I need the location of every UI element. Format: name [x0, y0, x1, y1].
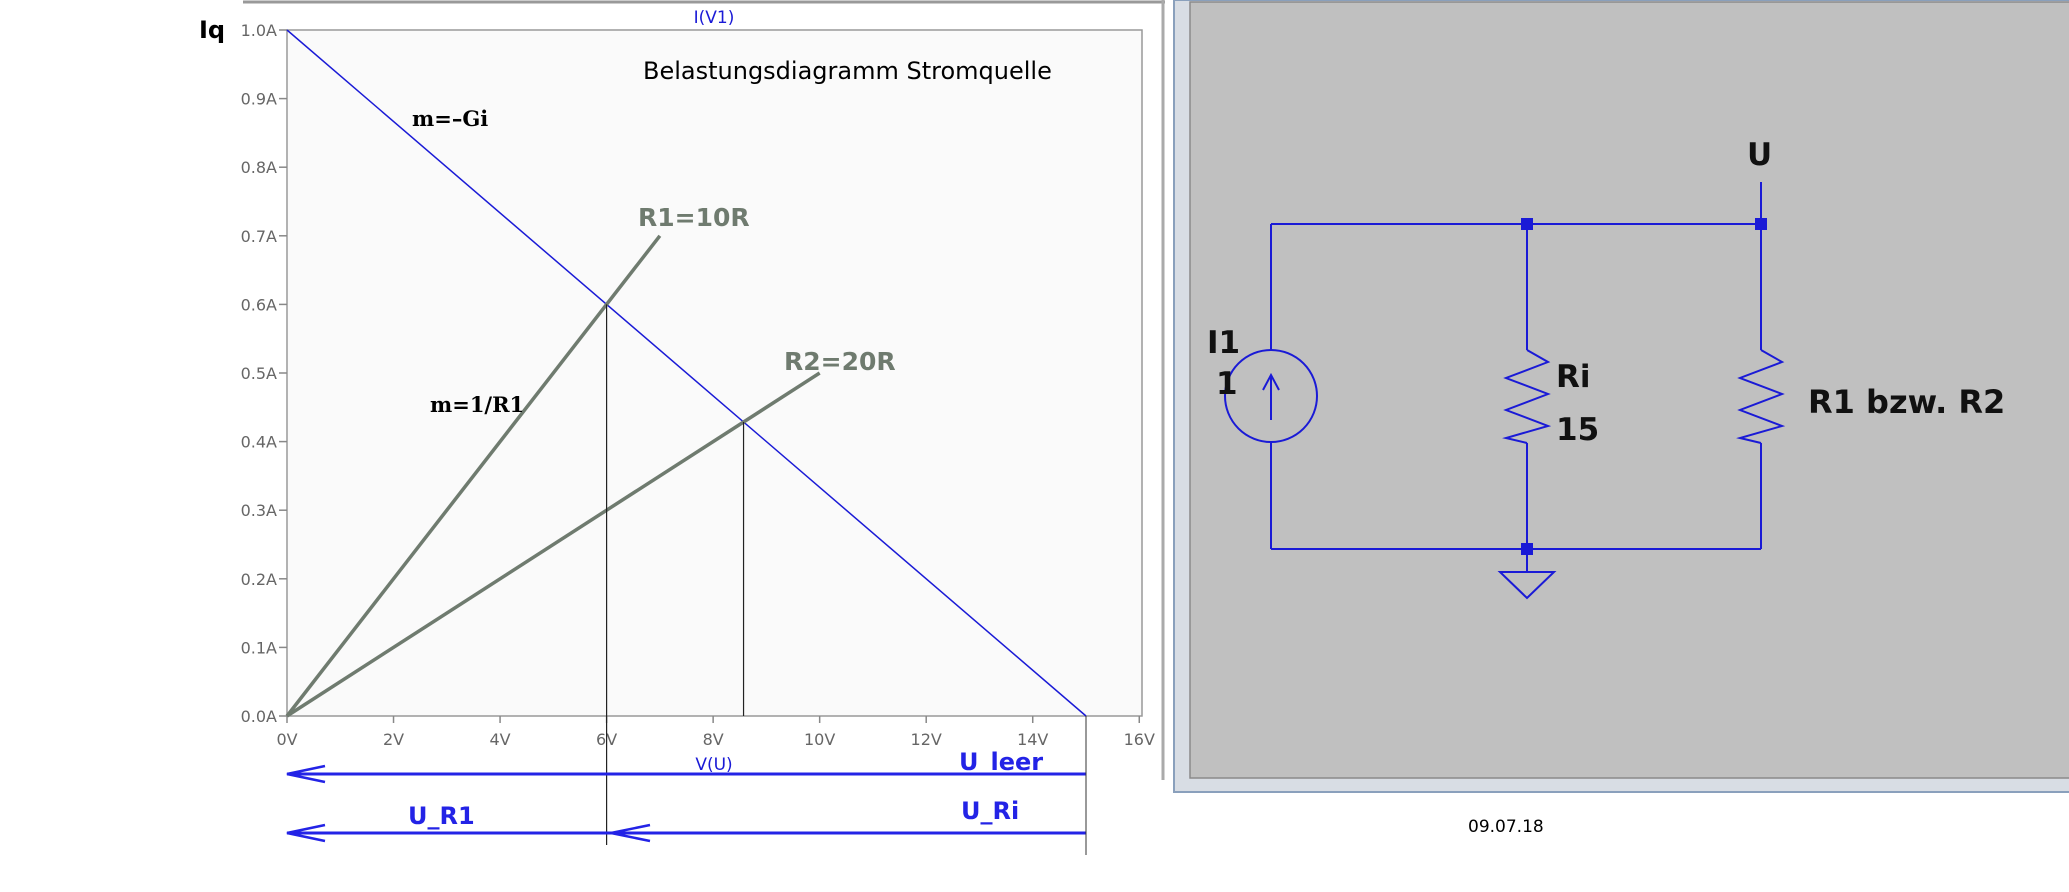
y-tick-label: 0.3A: [241, 501, 277, 520]
u-leer-arrow: [286, 764, 1086, 784]
slope-gi-label: m=–Gi: [412, 106, 488, 131]
y-tick-label: 0.8A: [241, 158, 277, 177]
y-tick-label: 0.1A: [241, 638, 277, 657]
junction-dot: [1521, 543, 1533, 555]
ri-name-label: Ri: [1556, 359, 1591, 395]
x-tick-label: 0V: [276, 730, 297, 749]
u-r1-arrow: [286, 823, 611, 843]
load-line-1: [285, 234, 662, 718]
y-tick-label: 0.4A: [241, 433, 277, 452]
load-line-2: [286, 371, 821, 718]
x-tick-label: 8V: [703, 730, 724, 749]
u-r1-label: U_R1: [408, 802, 475, 830]
series-lines: [285, 29, 1087, 718]
y-tick-label: 0.6A: [241, 295, 277, 314]
y-tick-label: 0.9A: [241, 90, 277, 109]
load-resistor-icon: [1736, 349, 1786, 444]
y-tick-label: 0.2A: [241, 570, 277, 589]
load-label: R1 bzw. R2: [1808, 383, 2005, 421]
x-axis-label: V(U): [695, 755, 732, 775]
y-tick-label: 0.7A: [241, 227, 277, 246]
schematic-background: [1189, 1, 2069, 779]
x-tick-label: 12V: [911, 730, 942, 749]
x-tick-label: 10V: [804, 730, 835, 749]
r2-label: R2=20R: [784, 347, 896, 376]
junction-dot: [1755, 218, 1767, 230]
y-tick-label: 1.0A: [241, 21, 277, 40]
slope-r1-label: m=1/R1: [430, 392, 524, 417]
guide-lines: [605, 304, 745, 845]
x-tick-label: 14V: [1017, 730, 1048, 749]
y-tick-label: 0.5A: [241, 364, 277, 383]
chart-title: Belastungsdiagramm Stromquelle: [643, 57, 1052, 85]
junction-dot: [1521, 218, 1533, 230]
x-tick-label: 2V: [383, 730, 404, 749]
date-label: 09.07.18: [1468, 817, 1544, 837]
u-leer-label: U_leer: [959, 748, 1043, 776]
x-tick-label: 16V: [1124, 730, 1155, 749]
r1-label: R1=10R: [638, 203, 750, 232]
y-axis-label: Iq: [199, 16, 225, 44]
plot-area: [286, 29, 1143, 717]
ri-resistor-icon: [1502, 349, 1552, 444]
y-tick-label: 0.0A: [241, 707, 277, 726]
source-value-label: 1: [1216, 366, 1238, 402]
wires: [1270, 182, 1762, 572]
schematic-window-frame: [1173, 0, 2069, 793]
x-tick-label: 4V: [490, 730, 511, 749]
top-trace-label: I(V1): [694, 8, 735, 28]
node-u-label: U: [1747, 137, 1772, 173]
source-characteristic-line: [286, 29, 1087, 717]
ri-value-label: 15: [1556, 412, 1599, 448]
current-source-icon: [1224, 349, 1318, 443]
u-ri-label: U_Ri: [961, 797, 1019, 825]
source-name-label: I1: [1207, 325, 1240, 361]
u-ri-arrow: [610, 823, 1086, 843]
ground-icon: [1497, 571, 1557, 600]
